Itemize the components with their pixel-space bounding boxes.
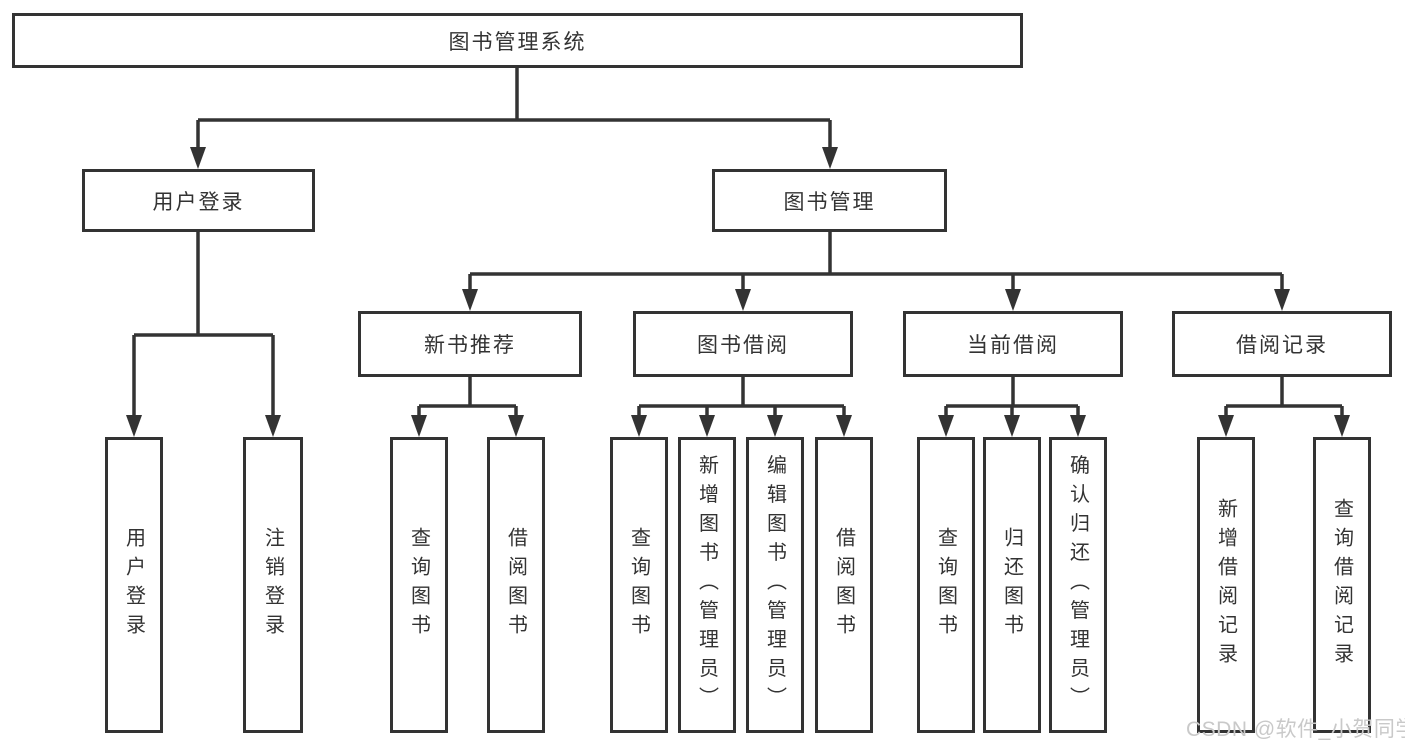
leaf-label: 新增借阅记录: [1214, 498, 1237, 672]
leaf-confirm-return-admin: 确认归还（管理员）: [1049, 437, 1107, 733]
leaf-borrow-books-2: 借阅图书: [815, 437, 873, 733]
node-book-management: 图书管理: [712, 169, 947, 232]
node-book-borrowing: 图书借阅: [633, 311, 853, 377]
node-user-login: 用户登录: [82, 169, 315, 232]
leaf-add-borrow-record: 新增借阅记录: [1197, 437, 1255, 733]
leaf-label: 查询图书: [934, 527, 957, 643]
leaf-label: 新增图书（管理员）: [695, 454, 718, 716]
node-new-book-recommendation: 新书推荐: [358, 311, 582, 377]
leaf-label: 用户登录: [122, 527, 145, 643]
leaf-query-books-1: 查询图书: [390, 437, 448, 733]
node-library-management-system: 图书管理系统: [12, 13, 1023, 68]
leaf-label: 注销登录: [261, 527, 284, 643]
leaf-label: 编辑图书（管理员）: [763, 454, 786, 716]
csdn-watermark: CSDN @软件_小贺同学: [1186, 718, 1405, 741]
leaf-user-login: 用户登录: [105, 437, 163, 733]
node-borrowing-records: 借阅记录: [1172, 311, 1392, 377]
leaf-query-books-2: 查询图书: [610, 437, 668, 733]
leaf-edit-books-admin: 编辑图书（管理员）: [746, 437, 804, 733]
leaf-query-borrow-record: 查询借阅记录: [1313, 437, 1371, 733]
leaf-label: 借阅图书: [832, 527, 855, 643]
leaf-borrow-books-1: 借阅图书: [487, 437, 545, 733]
leaf-label: 归还图书: [1000, 527, 1023, 643]
leaf-label: 确认归还（管理员）: [1066, 454, 1089, 716]
leaf-label: 借阅图书: [504, 527, 527, 643]
leaf-query-books-3: 查询图书: [917, 437, 975, 733]
leaf-label: 查询图书: [627, 527, 650, 643]
leaf-label: 查询借阅记录: [1330, 498, 1353, 672]
leaf-return-books: 归还图书: [983, 437, 1041, 733]
leaf-logout: 注销登录: [243, 437, 303, 733]
leaf-label: 查询图书: [407, 527, 430, 643]
leaf-add-books-admin: 新增图书（管理员）: [678, 437, 736, 733]
node-current-borrowing: 当前借阅: [903, 311, 1123, 377]
